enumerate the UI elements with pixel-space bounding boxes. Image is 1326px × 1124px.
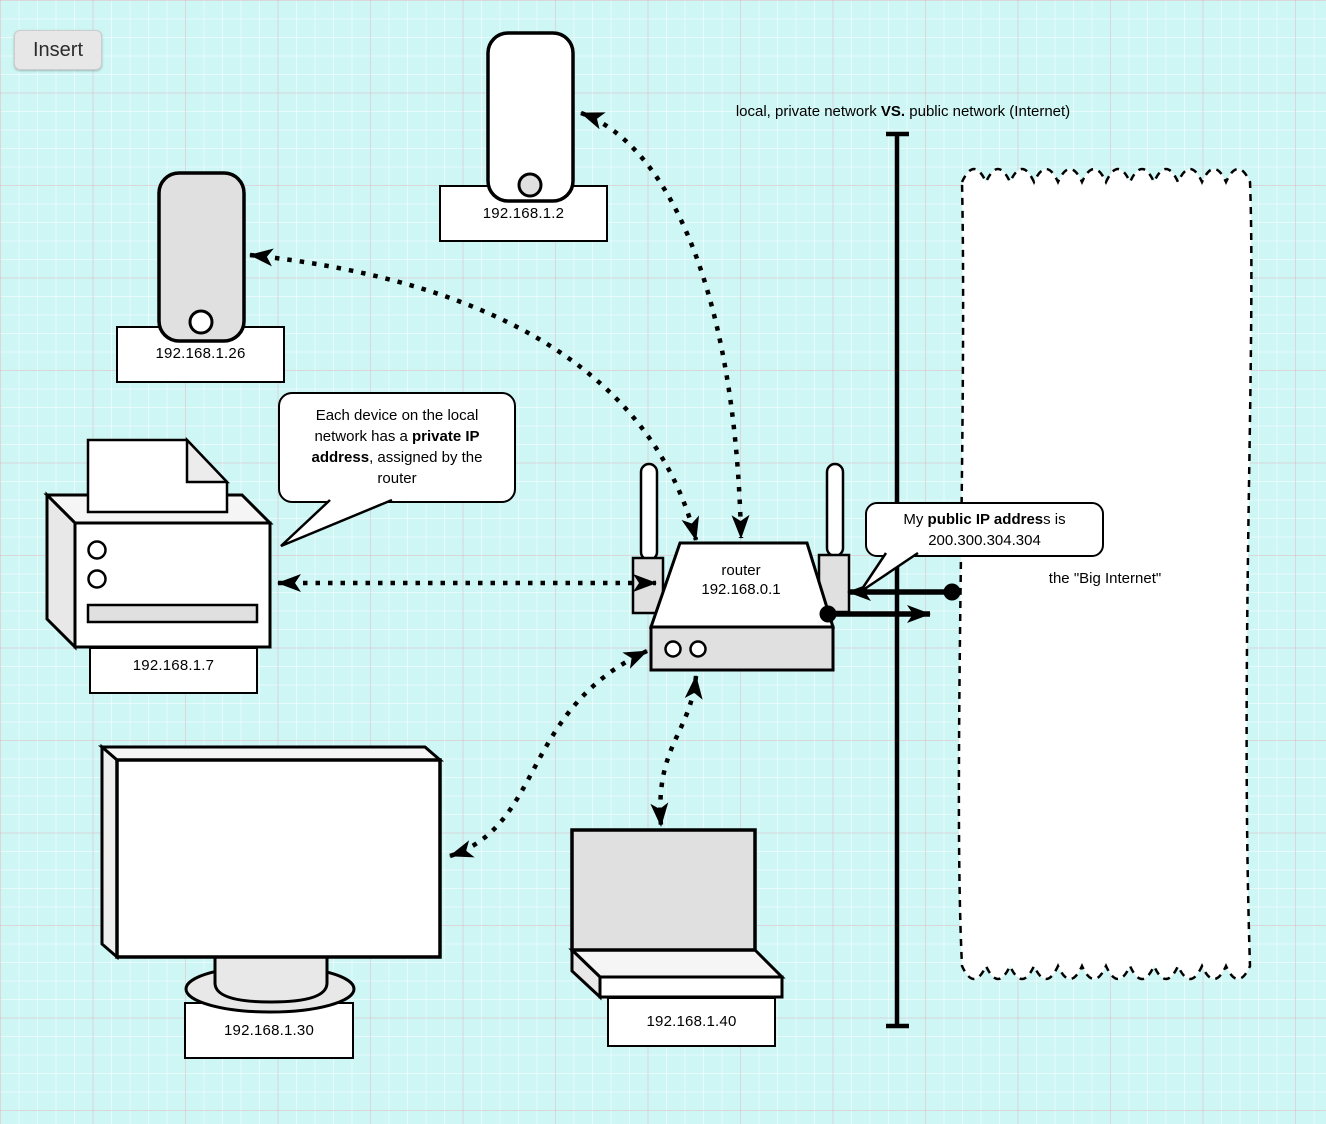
- callout-public-pre: My: [903, 511, 928, 528]
- monitor-top-face: [97, 745, 445, 762]
- wan-links[interactable]: [819, 583, 961, 623]
- phone-top-group[interactable]: [439, 31, 608, 242]
- monitor-group[interactable]: [97, 743, 445, 1059]
- monitor-left-face: [100, 743, 119, 961]
- diagram-title[interactable]: local, private network VS. public networ…: [730, 102, 1076, 121]
- printer-button: [87, 569, 107, 589]
- callout-public-line2: 200.300.304.304: [928, 532, 1041, 549]
- printer-button: [87, 540, 107, 560]
- callout-private-tail: [280, 498, 393, 548]
- phone-icon[interactable]: [157, 171, 246, 343]
- phone-home-button: [188, 309, 214, 335]
- router-name: router: [721, 562, 761, 579]
- router-antenna-left: [639, 462, 659, 562]
- ip-label-printer: 192.168.1.7: [132, 657, 215, 674]
- connection-phone-left-router[interactable]: [249, 248, 700, 541]
- title-bold: VS.: [880, 103, 906, 120]
- monitor-stand: [213, 953, 329, 1004]
- printer-output-slot: [86, 603, 259, 624]
- ip-label-monitor: 192.168.1.30: [224, 1022, 314, 1039]
- ip-label-box-monitor[interactable]: [184, 1002, 354, 1059]
- router-led: [664, 640, 682, 658]
- title-post: public network (Internet): [905, 103, 1071, 120]
- wan-endpoint-dot: [943, 583, 961, 601]
- callout-private-post: , assigned by the router: [369, 449, 483, 487]
- callout-public-tail: [858, 551, 919, 594]
- network-divider-line[interactable]: [886, 131, 909, 1029]
- monitor-icon[interactable]: [115, 758, 442, 959]
- printer-icon[interactable]: [73, 521, 272, 649]
- connection-phone-top-router[interactable]: [580, 110, 750, 539]
- wan-endpoint-dot: [819, 605, 837, 623]
- router-label: router 192.168.0.1: [678, 561, 804, 599]
- callout-private-ip[interactable]: Each device on the local network has a p…: [278, 392, 516, 503]
- title-pre: local, private network: [735, 103, 881, 120]
- printer-paper-fold: [185, 436, 230, 484]
- connection-monitor-router[interactable]: [449, 648, 648, 859]
- connection-laptop-router[interactable]: [650, 675, 703, 827]
- printer-left-face: [45, 491, 77, 651]
- printer-group[interactable]: [43, 436, 274, 694]
- internet-region[interactable]: [957, 167, 1253, 981]
- callout-public-bold: public IP addres: [927, 511, 1044, 528]
- phone-icon[interactable]: [486, 31, 575, 203]
- ip-label-box-printer[interactable]: [89, 647, 258, 694]
- ip-label-phone-left: 192.168.1.26: [155, 345, 246, 362]
- callout-public-ip[interactable]: My public IP address is 200.300.304.304: [865, 502, 1104, 557]
- ip-label-phone-top: 192.168.1.2: [482, 205, 565, 222]
- router-group[interactable]: [631, 462, 851, 672]
- ip-label-box-laptop[interactable]: [607, 997, 776, 1047]
- router-antenna-right: [825, 462, 845, 558]
- internet-label[interactable]: the "Big Internet": [1048, 570, 1162, 587]
- laptop-front-face: [598, 975, 784, 999]
- router-ip: 192.168.0.1: [701, 581, 781, 598]
- laptop-keyboard-top: [568, 948, 786, 979]
- laptop-icon[interactable]: [570, 828, 757, 952]
- laptop-group[interactable]: [568, 828, 786, 1047]
- router-led: [689, 640, 707, 658]
- ip-label-laptop: 192.168.1.40: [646, 1013, 737, 1030]
- insert-button[interactable]: Insert: [14, 30, 102, 70]
- callout-public-post: s is: [1043, 511, 1066, 528]
- phone-home-button: [517, 172, 543, 198]
